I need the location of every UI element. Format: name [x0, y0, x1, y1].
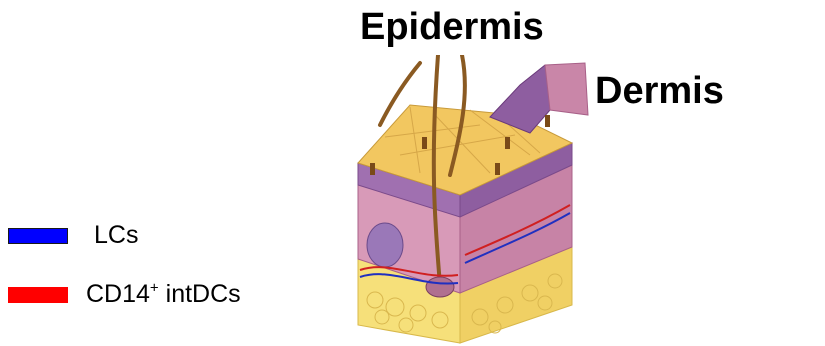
legend-swatch-lcs — [8, 228, 68, 244]
legend-label-intdcs: CD14+ intDCs — [86, 280, 241, 309]
hair-follicle — [426, 277, 454, 297]
sweat-gland — [367, 223, 403, 267]
skin-cross-section-illustration — [340, 55, 590, 345]
legend-item-intdcs: CD14+ intDCs — [8, 280, 241, 309]
label-epidermis: Epidermis — [360, 6, 544, 49]
label-dermis: Dermis — [595, 70, 724, 113]
legend-swatch-intdcs — [8, 287, 68, 303]
legend-item-lcs: LCs — [8, 221, 138, 250]
legend-label-lcs: LCs — [94, 221, 138, 250]
